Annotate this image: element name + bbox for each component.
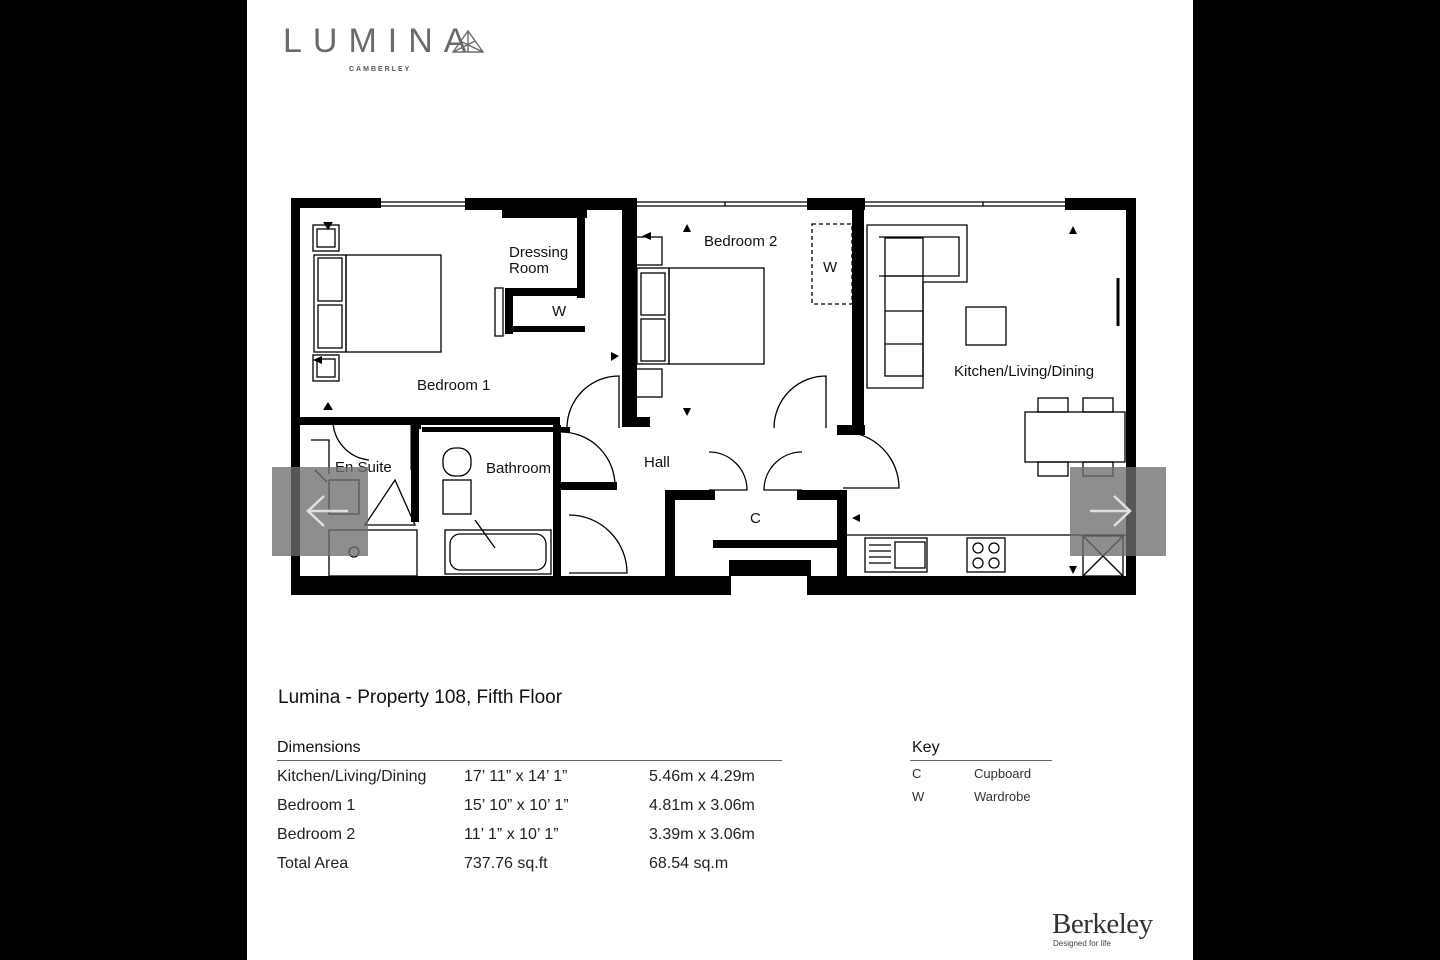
key-row: W Wardrobe: [912, 789, 1092, 805]
key-code: C: [912, 766, 922, 781]
developer-wordmark: Berkeley: [1052, 908, 1153, 940]
dimension-metric: 4.81m x 3.06m: [649, 797, 755, 814]
room-label-bedroom-2: Bedroom 2: [704, 233, 778, 250]
dimension-metric: 3.39m x 3.06m: [649, 826, 755, 843]
dimensions-heading: Dimensions: [277, 739, 361, 756]
outer-walls: [291, 198, 1136, 595]
next-image-button[interactable]: [1070, 467, 1166, 556]
dimension-metric: 68.54 sq.m: [649, 855, 729, 872]
room-label-bedroom-1: Bedroom 1: [417, 377, 491, 394]
logo-location: CAMBERLEY: [349, 66, 412, 73]
key-divider: [910, 760, 1052, 761]
room-label-dressing: Dressing Room: [509, 245, 589, 277]
berkeley-logo: Berkeley Designed for life: [1052, 908, 1172, 954]
logo-wordmark: LUMINA: [283, 22, 478, 60]
room-label-kitchen: Kitchen/Living/Dining: [954, 363, 1095, 380]
dimension-imperial: 11’ 1” x 10’ 1”: [464, 826, 559, 843]
chevron-right-icon: [1090, 495, 1132, 527]
previous-image-button[interactable]: [272, 467, 368, 556]
dimension-row: Bedroom 2 11’ 1” x 10’ 1” 3.39m x 3.06m: [277, 826, 797, 846]
dimension-room: Total Area: [277, 855, 349, 872]
dimension-room: Kitchen/Living/Dining: [277, 768, 427, 785]
dressing-room-text: Dressing Room: [509, 244, 569, 277]
room-label-cupboard: C: [750, 510, 761, 527]
dimension-room: Bedroom 2: [277, 826, 356, 843]
logo-triangle-icon: [451, 29, 485, 53]
bedroom1-furniture: [312, 224, 504, 382]
lumina-logo: LUMINA CAMBERLEY: [283, 22, 485, 78]
room-label-bathroom: Bathroom: [486, 460, 552, 477]
key-meaning: Cupboard: [974, 766, 1032, 781]
internal-walls: [300, 198, 865, 578]
dimension-imperial: 17’ 11” x 14’ 1”: [464, 768, 568, 785]
door-swings: [332, 375, 900, 574]
room-label-wardrobe-1: W: [552, 303, 567, 320]
property-title: Lumina - Property 108, Fifth Floor: [278, 687, 563, 708]
dimension-metric: 5.46m x 4.29m: [649, 768, 755, 785]
dimension-row-total: Total Area 737.76 sq.ft 68.54 sq.m: [277, 855, 797, 875]
room-label-hall: Hall: [644, 454, 670, 471]
dimension-imperial: 737.76 sq.ft: [464, 855, 548, 872]
floor-plan-drawing: [291, 198, 1136, 595]
chevron-left-icon: [306, 495, 348, 527]
dimension-row: Kitchen/Living/Dining 17’ 11” x 14’ 1” 5…: [277, 768, 797, 788]
key-heading: Key: [912, 739, 940, 756]
dimension-imperial: 15’ 10” x 10’ 1”: [464, 797, 569, 814]
developer-tagline: Designed for life: [1053, 939, 1111, 948]
marker-arrows: [313, 222, 1077, 574]
dimension-room: Bedroom 1: [277, 797, 356, 814]
dimension-row: Bedroom 1 15’ 10” x 10’ 1” 4.81m x 3.06m: [277, 797, 797, 817]
key-row: C Cupboard: [912, 766, 1092, 782]
room-label-wardrobe-2: W: [823, 259, 838, 276]
dimensions-divider: [277, 760, 782, 761]
floorplan-sheet: LUMINA CAMBERLEY: [247, 0, 1193, 960]
key-meaning: Wardrobe: [974, 789, 1031, 804]
key-code: W: [912, 789, 925, 804]
